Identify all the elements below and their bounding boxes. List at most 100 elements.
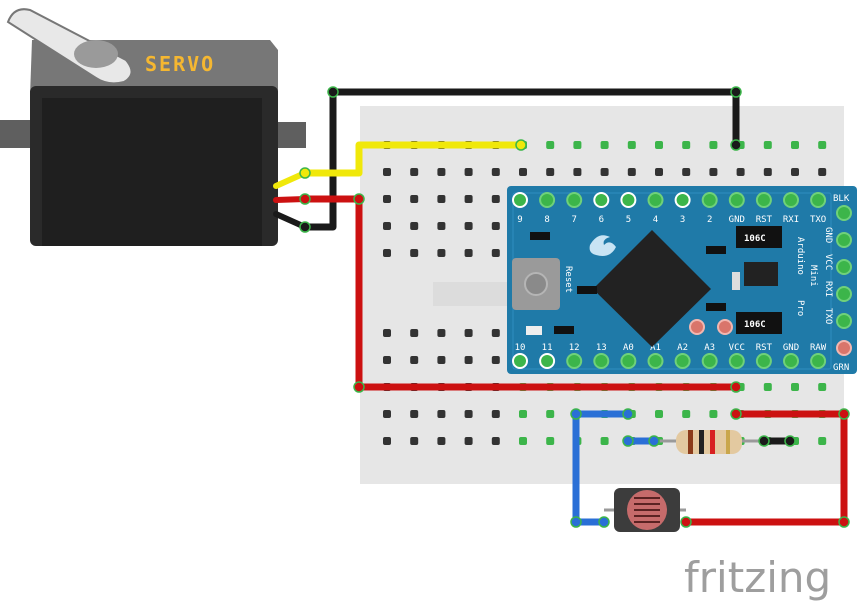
smd-component: [554, 326, 574, 334]
arduino-pin-label: GND: [783, 343, 799, 353]
resistor: [654, 430, 764, 454]
board-name-line-1: Arduino: [795, 237, 805, 275]
arduino-side-pin-blk[interactable]: [836, 205, 852, 221]
arduino-pin-label: A2: [677, 343, 688, 353]
breadboard-center-channel: [433, 282, 513, 306]
arduino-pin-5[interactable]: [620, 192, 637, 208]
arduino-pin-12[interactable]: [566, 353, 583, 369]
arduino-pin-raw[interactable]: [810, 353, 827, 369]
arduino-pin-2[interactable]: [701, 192, 718, 208]
wire-end: [730, 86, 742, 98]
servo-shaft: [74, 40, 118, 68]
arduino-side-pin-txo[interactable]: [836, 313, 852, 329]
servo-motor: SERVO: [0, 8, 306, 246]
breadboard-hole: [437, 437, 446, 445]
arduino-pin-9[interactable]: [512, 192, 528, 208]
crystal-2-label: 106C: [744, 320, 766, 330]
wire-end: [570, 408, 582, 420]
arduino-pin-13[interactable]: [593, 353, 610, 369]
breadboard-hole: [464, 222, 473, 230]
breadboard-hole: [682, 168, 691, 176]
breadboard-hole: [791, 168, 799, 176]
breadboard-hole: [546, 410, 555, 418]
arduino-pin-a2[interactable]: [674, 353, 691, 369]
crystal-2: [736, 312, 782, 334]
breadboard-hole: [464, 249, 473, 257]
arduino-pin-4[interactable]: [647, 192, 664, 208]
fritzing-logo: fritzing: [684, 553, 831, 602]
breadboard-hole: [383, 329, 391, 337]
breadboard-hole: [682, 141, 691, 149]
breadboard-hole: [709, 410, 718, 418]
breadboard-hole: [464, 437, 473, 445]
arduino-side-pin-label: VCC: [823, 254, 833, 270]
arduino-pin-label: A3: [704, 343, 715, 353]
breadboard-hole: [437, 356, 446, 364]
resistor-band: [688, 430, 693, 454]
reset-button-cap[interactable]: [524, 272, 548, 296]
breadboard-hole: [519, 168, 527, 176]
arduino-pin-label: 8: [544, 215, 549, 225]
breadboard-hole: [600, 141, 609, 149]
breadboard-hole: [627, 168, 636, 176]
arduino-pin-label: 11: [542, 343, 553, 353]
arduino-side-pin-rxi[interactable]: [836, 286, 852, 302]
wire-blue-sense: [572, 410, 632, 526]
pad-red: [717, 319, 733, 335]
arduino-pin-6[interactable]: [593, 192, 610, 208]
pad-red: [689, 319, 705, 335]
arduino-pin-gnd[interactable]: [728, 192, 745, 208]
breadboard-hole: [383, 222, 391, 230]
arduino-pin-10[interactable]: [512, 353, 528, 369]
arduino-pin-gnd[interactable]: [783, 353, 799, 369]
breadboard-hole: [627, 141, 636, 149]
wire-yellow-signal: [301, 141, 525, 177]
crystal-1-label: 106C: [744, 234, 766, 244]
wire-end: [758, 435, 770, 447]
breadboard-hole: [546, 168, 555, 176]
wire-end: [838, 516, 850, 528]
arduino-pin-a1[interactable]: [647, 353, 664, 369]
breadboard-hole: [464, 356, 473, 364]
arduino-pin-label: 4: [653, 215, 658, 225]
breadboard-hole: [491, 222, 500, 230]
arduino-pin-7[interactable]: [566, 192, 583, 208]
photoresistor: [604, 488, 686, 532]
breadboard-hole: [791, 383, 799, 391]
arduino-pin-rst[interactable]: [755, 192, 772, 208]
grn-pin[interactable]: [836, 340, 852, 356]
arduino-side-pin-gnd[interactable]: [836, 232, 852, 248]
arduino-pin-rst[interactable]: [755, 353, 772, 369]
arduino-pin-txo[interactable]: [810, 192, 827, 208]
arduino-side-pin-vcc[interactable]: [836, 259, 852, 275]
wire-ends: [299, 86, 850, 528]
arduino-pin-8[interactable]: [539, 192, 556, 208]
wire-end: [730, 139, 742, 151]
arduino-pin-a3[interactable]: [701, 353, 718, 369]
arduino-pin-11[interactable]: [539, 353, 556, 369]
breadboard-hole: [818, 168, 827, 176]
arduino-pin-label: 3: [680, 215, 685, 225]
breadboard-hole: [437, 222, 446, 230]
arduino-pin-label: 6: [599, 215, 604, 225]
arduino-pin-label: 12: [569, 343, 580, 353]
arduino-pin-3[interactable]: [674, 192, 691, 208]
smd-component: [706, 303, 726, 311]
wire-end: [598, 516, 610, 528]
breadboard-hole: [600, 437, 609, 445]
arduino-pin-vcc[interactable]: [728, 353, 745, 369]
wire-red-power: [301, 195, 740, 391]
breadboard-hole: [655, 410, 663, 418]
breadboard-hole: [410, 437, 419, 445]
breadboard-hole: [464, 168, 473, 176]
wire-end: [622, 408, 634, 420]
breadboard-hole: [763, 168, 772, 176]
breadboard-hole: [491, 437, 500, 445]
breadboard-hole: [491, 249, 500, 257]
breadboard-hole: [763, 141, 772, 149]
arduino-pin-a0[interactable]: [620, 353, 637, 369]
arduino-pin-rxi[interactable]: [783, 192, 799, 208]
arduino-pin-label: 13: [596, 343, 607, 353]
